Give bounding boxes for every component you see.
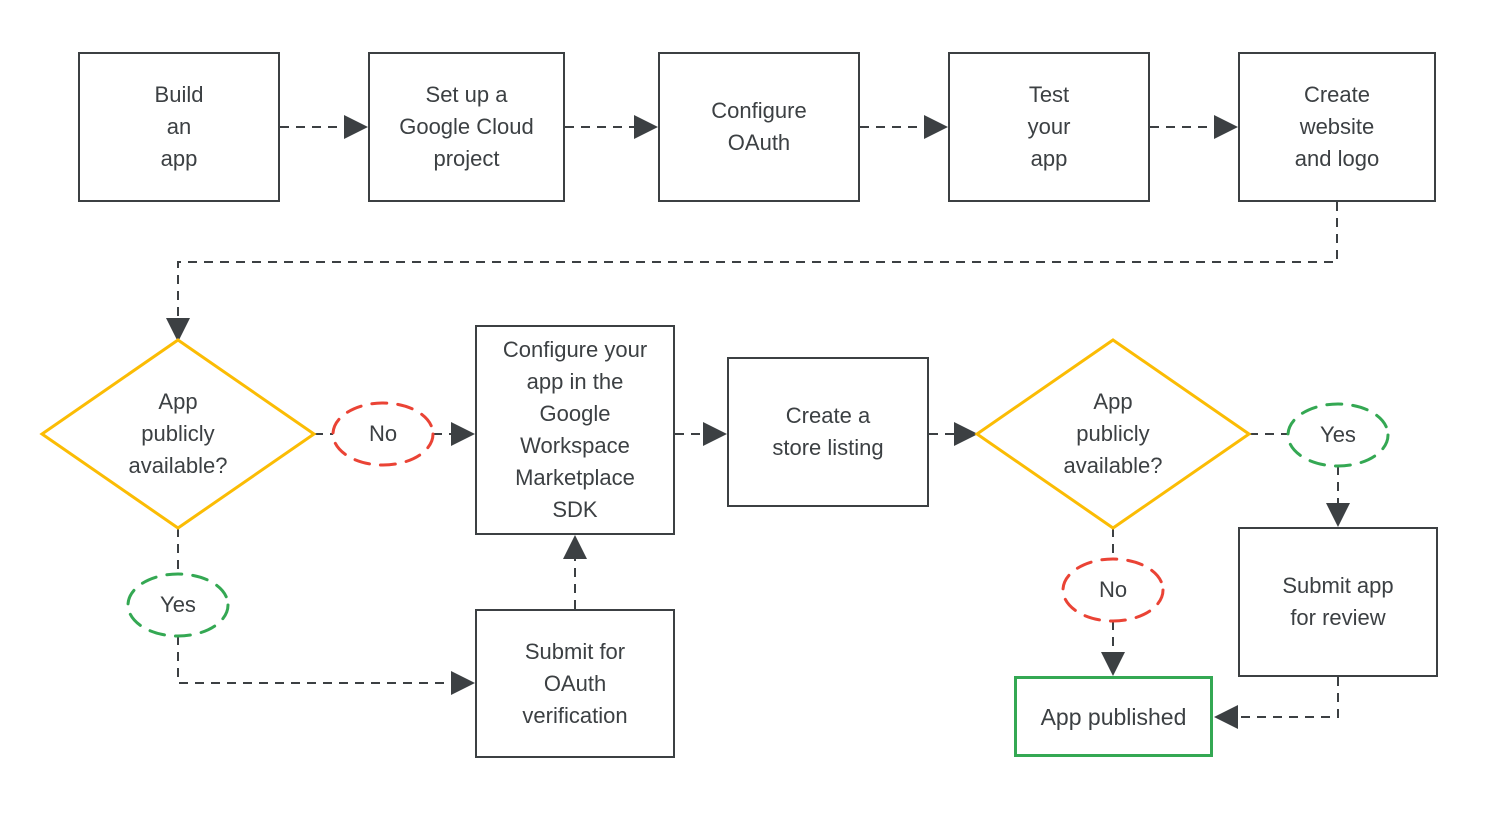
step-configure-oauth: Configure OAuth xyxy=(658,52,860,202)
arrow-no1-to-sdk xyxy=(433,422,475,446)
step-setup-project: Set up a Google Cloud project xyxy=(368,52,565,202)
arrow-oauth-to-test xyxy=(860,115,948,139)
yes1-oval xyxy=(126,572,230,638)
no1-label: No xyxy=(368,421,398,446)
decision1-diamond xyxy=(39,338,317,530)
arrow-review-to-published xyxy=(1214,677,1339,729)
decision2-label: App publicly available? xyxy=(1063,389,1163,478)
step-app-published: App published xyxy=(1014,676,1213,757)
arrow-build-to-setup xyxy=(280,115,368,139)
step-store-listing: Create a store listing xyxy=(727,357,929,507)
no1-oval xyxy=(331,401,435,467)
decision1-label: App publicly available? xyxy=(128,389,228,478)
arrow-oauthverif-to-sdk xyxy=(563,535,587,609)
no2-oval xyxy=(1061,557,1165,623)
step-submit-oauth: Submit for OAuth verification xyxy=(475,609,675,758)
step-create-website: Create website and logo xyxy=(1238,52,1436,202)
decision2-diamond xyxy=(974,338,1252,530)
arrow-test-to-website xyxy=(1150,115,1238,139)
step-submit-review: Submit app for review xyxy=(1238,527,1438,677)
arrow-website-to-decision1 xyxy=(166,202,1338,342)
arrow-no2-to-published xyxy=(1101,621,1125,676)
yes1-label: Yes xyxy=(160,592,196,617)
yes2-label: Yes xyxy=(1320,422,1356,447)
no2-label: No xyxy=(1098,577,1128,602)
yes2-oval xyxy=(1286,402,1390,468)
arrow-yes1-to-oauthverif xyxy=(177,636,475,695)
step-build-app: Build an app xyxy=(78,52,280,202)
step-test-app: Test your app xyxy=(948,52,1150,202)
arrow-yes2-to-review xyxy=(1326,466,1350,527)
step-configure-sdk: Configure your app in the Google Workspa… xyxy=(475,325,675,535)
arrow-setup-to-oauth xyxy=(565,115,658,139)
arrow-sdk-to-store xyxy=(675,422,727,446)
arrow-store-to-decision2 xyxy=(929,422,978,446)
